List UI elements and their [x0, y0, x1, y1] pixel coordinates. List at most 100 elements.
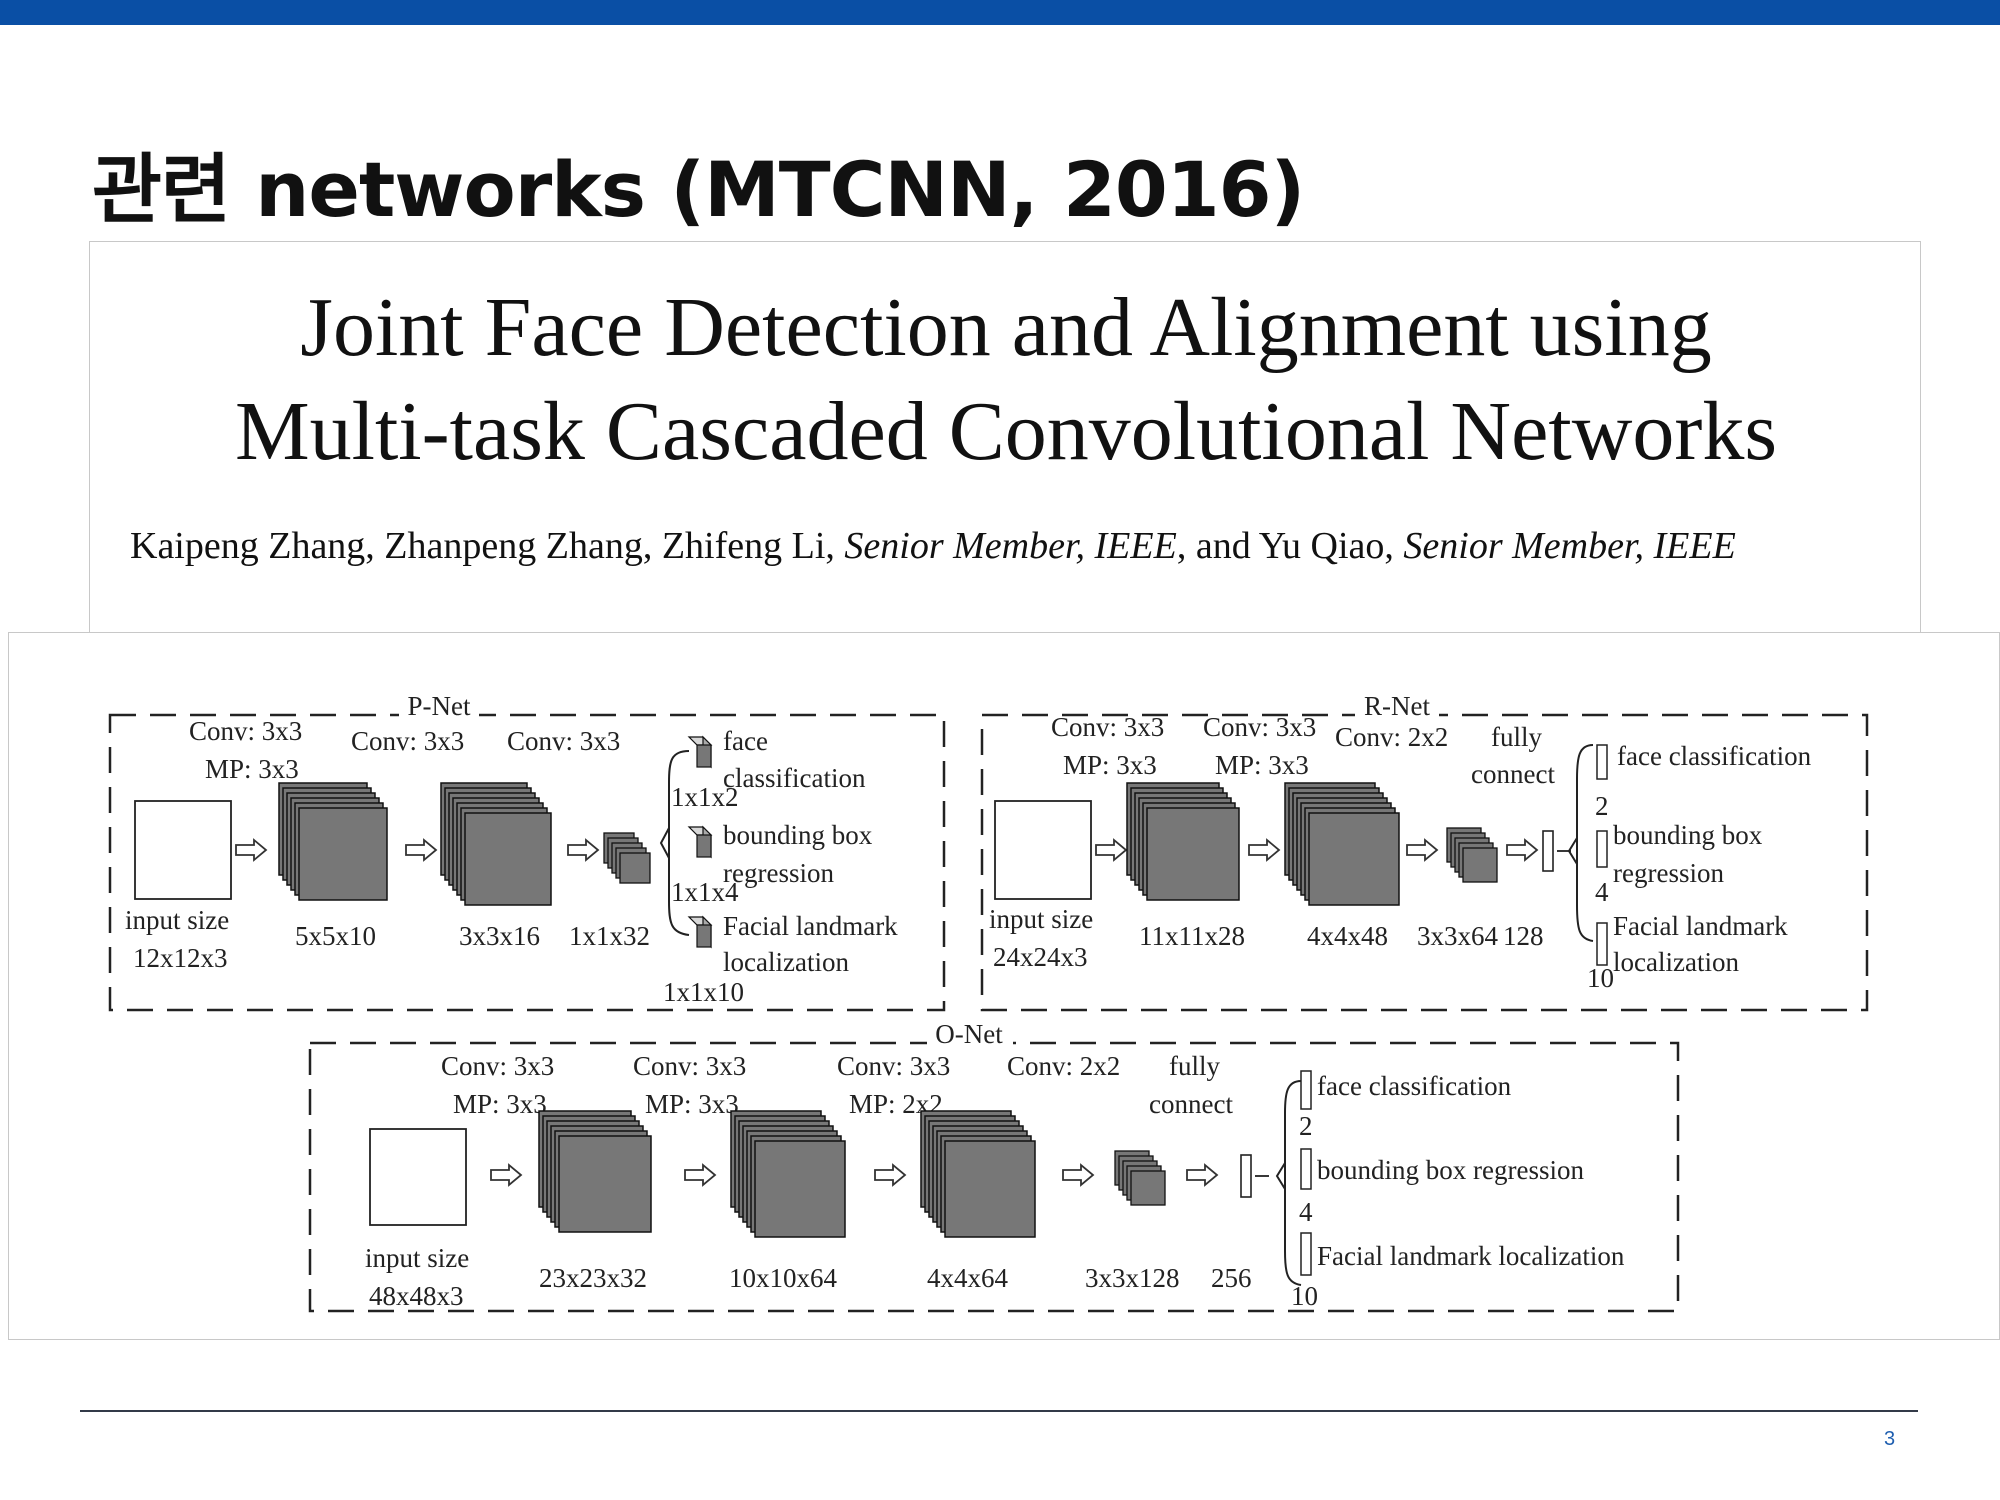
pnet-input-size: 12x12x3: [133, 943, 228, 973]
onet-out3-dim: 10: [1291, 1281, 1318, 1311]
onet-fm2-size: 10x10x64: [729, 1263, 838, 1293]
rnet-out3-vector: [1596, 922, 1608, 966]
onet-input-label: input size: [365, 1243, 469, 1273]
rnet-arrow-icon: [1406, 839, 1438, 861]
rnet-fc-line1: fully: [1491, 722, 1542, 752]
onet-label: O-Net: [935, 1019, 1003, 1049]
onet-fc-size: 256: [1211, 1263, 1252, 1293]
pnet-arrow-icon: [567, 839, 599, 861]
footer-divider: [80, 1410, 1918, 1412]
onet-mp2-label: MP: 3x3: [645, 1089, 739, 1119]
authors-part1: Kaipeng Zhang, Zhanpeng Zhang, Zhifeng L…: [130, 525, 845, 567]
onet-arrow-icon: [490, 1164, 522, 1186]
rnet-input-square: [994, 800, 1092, 900]
paper-authors: Kaipeng Zhang, Zhanpeng Zhang, Zhifeng L…: [130, 524, 1736, 568]
onet-out2-dim: 4: [1299, 1197, 1313, 1227]
pnet-mp1-label: MP: 3x3: [205, 754, 299, 784]
onet-arrow-icon: [1062, 1164, 1094, 1186]
rnet-block: R-Net Conv: 3x3 MP: 3x3 Conv: 3x3 MP: 3x…: [980, 691, 1869, 1012]
paper-title-line1: Joint Face Detection and Alignment using: [300, 281, 1712, 374]
rnet-feature-map-1: [1126, 782, 1240, 901]
rnet-conv1-label: Conv: 3x3: [1051, 712, 1164, 742]
onet-out1-vector: [1300, 1070, 1312, 1110]
onet-block: O-Net Conv: 3x3 MP: 3x3 Conv: 3x3 MP: 3x…: [308, 1019, 1680, 1313]
pnet-feature-map-2: [440, 782, 552, 906]
pnet-block: P-Net Conv: 3x3 MP: 3x3 Conv: 3x3 Conv: …: [108, 691, 946, 1012]
pnet-label: P-Net: [408, 691, 471, 721]
pnet-conv1-label: Conv: 3x3: [189, 716, 302, 746]
pnet-feature-map-3: [603, 832, 651, 884]
pnet-out3-line1: Facial landmark: [723, 911, 898, 941]
pnet-output-cube-icon: [688, 826, 712, 858]
authors-part2: , and Yu Qiao,: [1176, 525, 1404, 567]
rnet-arrow-icon: [1248, 839, 1280, 861]
paper-title-line2: Multi-task Cascaded Convolutional Networ…: [234, 385, 1778, 478]
onet-feature-map-2: [730, 1110, 846, 1238]
pnet-input-square: [134, 800, 232, 900]
onet-out3-vector: [1300, 1232, 1312, 1276]
slide-title: 관련 networks (MTCNN, 2016): [92, 145, 1305, 234]
rnet-out2-vector: [1596, 830, 1608, 868]
onet-fc-line1: fully: [1169, 1051, 1220, 1081]
onet-out2-vector: [1300, 1148, 1312, 1190]
rnet-fc-size: 128: [1503, 921, 1544, 951]
rnet-out2-line1: bounding box: [1613, 820, 1763, 850]
pnet-out1-line2: classification: [723, 763, 866, 793]
page-number: 3: [1884, 1428, 1896, 1450]
rnet-conv2-label: Conv: 3x3: [1203, 712, 1316, 742]
rnet-fm3-size: 3x3x64: [1417, 921, 1499, 951]
rnet-output-brace: [1567, 744, 1594, 942]
pnet-dashed-frame: [108, 713, 946, 1012]
rnet-fc-line2: connect: [1471, 759, 1555, 789]
pnet-feature-map-1: [278, 782, 388, 901]
mtcnn-architecture-figure: P-Net Conv: 3x3 MP: 3x3 Conv: 3x3 Conv: …: [8, 632, 2000, 1340]
rnet-conv3-label: Conv: 2x2: [1335, 722, 1448, 752]
pnet-out3-dim: 1x1x10: [663, 977, 744, 1007]
rnet-fc-vector: [1542, 830, 1554, 872]
pnet-out2-dim: 1x1x4: [671, 877, 739, 907]
onet-output-brace: [1275, 1080, 1302, 1286]
onet-mp1-label: MP: 3x3: [453, 1089, 547, 1119]
pnet-out2-line1: bounding box: [723, 820, 873, 850]
pnet-output-cube-icon: [688, 736, 712, 768]
onet-feature-map-1: [538, 1110, 652, 1233]
rnet-arrow-icon: [1095, 839, 1127, 861]
onet-fm3-size: 4x4x64: [927, 1263, 1009, 1293]
pnet-fm2-size: 3x3x16: [459, 921, 540, 951]
onet-conv2-label: Conv: 3x3: [633, 1051, 746, 1081]
rnet-fm1-size: 11x11x28: [1139, 921, 1245, 951]
rnet-out3-line1: Facial landmark: [1613, 911, 1788, 941]
rnet-mp2-label: MP: 3x3: [1215, 750, 1309, 780]
pnet-arrow-icon: [235, 839, 267, 861]
rnet-out2-line2: regression: [1613, 858, 1724, 888]
rnet-input-label: input size: [989, 904, 1093, 934]
pnet-out3-line2: localization: [723, 947, 849, 977]
pnet-fm1-size: 5x5x10: [295, 921, 376, 951]
onet-arrow-icon: [684, 1164, 716, 1186]
onet-out1-dim: 2: [1299, 1111, 1313, 1141]
pnet-out1-dim: 1x1x2: [671, 782, 739, 812]
onet-conv4-label: Conv: 2x2: [1007, 1051, 1120, 1081]
authors-affiliation1: Senior Member, IEEE: [844, 525, 1177, 567]
rnet-input-size: 24x24x3: [993, 942, 1088, 972]
pnet-output-cube-icon: [688, 916, 712, 948]
onet-fc-vector: [1240, 1154, 1252, 1198]
pnet-output-brace: [659, 750, 690, 936]
onet-input-square: [369, 1128, 467, 1226]
onet-out2-label: bounding box regression: [1317, 1155, 1584, 1185]
mtcnn-diagram: P-Net Conv: 3x3 MP: 3x3 Conv: 3x3 Conv: …: [108, 691, 1869, 1313]
rnet-feature-map-3: [1446, 827, 1498, 883]
rnet-label: R-Net: [1364, 691, 1430, 721]
onet-out1-label: face classification: [1317, 1071, 1512, 1101]
rnet-out3-line2: localization: [1613, 947, 1739, 977]
rnet-out3-dim: 10: [1587, 963, 1614, 993]
onet-fm1-size: 23x23x32: [539, 1263, 647, 1293]
rnet-arrow-icon: [1506, 839, 1538, 861]
onet-conv1-label: Conv: 3x3: [441, 1051, 554, 1081]
rnet-mp1-label: MP: 3x3: [1063, 750, 1157, 780]
rnet-out2-dim: 4: [1595, 877, 1609, 907]
onet-arrow-icon: [874, 1164, 906, 1186]
pnet-conv2-label: Conv: 3x3: [351, 726, 464, 756]
authors-affiliation2: Senior Member, IEEE: [1403, 525, 1736, 567]
pnet-fm3-size: 1x1x32: [569, 921, 650, 951]
